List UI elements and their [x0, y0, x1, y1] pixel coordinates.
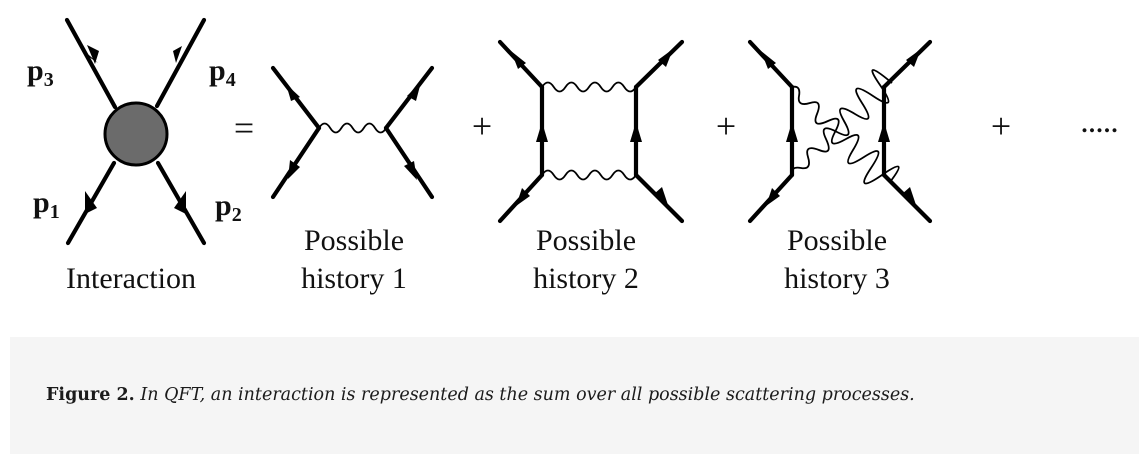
history-1-label-line1: Possible: [304, 224, 404, 257]
momentum-label-p4: p4: [209, 54, 236, 91]
photon-propagator-bottom: [541, 169, 637, 181]
history-2-label-line2: history 2: [533, 262, 639, 295]
figure-caption: Figure 2. In QFT, an interaction is repr…: [46, 385, 915, 405]
equals-sign: =: [234, 108, 254, 148]
leg-p4: [154, 17, 207, 109]
history-1-diagram: Possible history 1: [270, 65, 435, 295]
leg-p3: [64, 17, 118, 110]
photon-propagator-cross-1: [791, 85, 900, 185]
history-3-diagram: Possible history 3: [747, 39, 933, 295]
history-3-label-line2: history 3: [784, 262, 890, 295]
history-2-label-line1: Possible: [536, 224, 636, 257]
photon-propagator: [318, 122, 387, 134]
history-2-diagram: Possible history 2: [497, 39, 685, 295]
caption-text: In QFT, an interaction is represented as…: [140, 385, 915, 405]
photon-propagator-cross-2: [790, 69, 893, 176]
momentum-label-p2: p2: [215, 189, 242, 226]
history-1-label-line2: history 1: [301, 262, 407, 295]
photon-propagator-top: [541, 81, 637, 93]
caption-box: Figure 2. In QFT, an interaction is repr…: [10, 337, 1139, 454]
plus-sign-2: +: [716, 106, 736, 146]
ellipsis: .....: [1080, 103, 1118, 140]
caption-label: Figure 2.: [46, 385, 135, 405]
interaction-label: Interaction: [66, 262, 196, 295]
momentum-label-p1: p1: [33, 186, 60, 223]
arrowheads-blob: [85, 45, 186, 214]
history-3-label-line1: Possible: [787, 224, 887, 257]
plus-sign-1: +: [472, 106, 492, 146]
plus-sign-3: +: [991, 106, 1011, 146]
interaction-blob: [103, 101, 169, 167]
momentum-label-p3: p3: [27, 54, 54, 91]
interaction-blob-diagram: p3 p4 p1 p2 Interaction: [27, 17, 242, 295]
qft-diagram-figure: p3 p4 p1 p2 Interaction = Possible histo…: [27, 17, 1119, 295]
